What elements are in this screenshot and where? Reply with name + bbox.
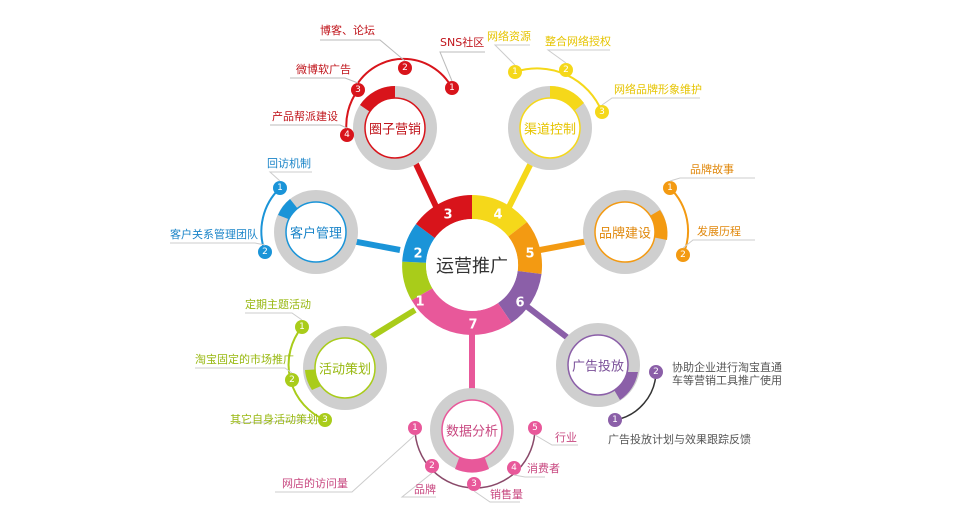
hub-segment-3-number: 3 xyxy=(443,207,453,223)
hub-segment-2 xyxy=(402,224,435,263)
node-title-customer-management: 客户管理 xyxy=(289,226,343,242)
item-label-history: 发展历程 xyxy=(697,225,741,238)
node-ring-circle-marketing xyxy=(270,39,485,170)
item-number: 2 xyxy=(653,367,659,377)
item-label-ad-plan-feedback: 广告投放计划与效果跟踪反馈 xyxy=(608,433,751,446)
item-label-weibo-ads: 微博软广告 xyxy=(296,63,351,76)
node-title-circle-marketing: 圈子营销 xyxy=(368,122,422,138)
item-label-sales-volume: 销售量 xyxy=(490,488,523,501)
hub-segment-6-number: 6 xyxy=(515,295,525,311)
node-title-channel-control: 渠道控制 xyxy=(523,122,577,138)
hub-segment-1-number: 1 xyxy=(415,294,425,310)
hub-segment-3 xyxy=(416,195,472,239)
item-number: 2 xyxy=(289,375,295,385)
node-title-ad-placement: 广告投放 xyxy=(571,359,625,375)
item-number: 5 xyxy=(532,423,538,433)
item-number: 1 xyxy=(612,415,618,425)
item-number: 2 xyxy=(429,461,435,471)
hub-segment-5-number: 5 xyxy=(525,246,535,262)
item-number: 1 xyxy=(512,67,518,77)
item-label-product-group: 产品帮派建设 xyxy=(272,110,338,123)
node-title-activity-planning: 活动策划 xyxy=(318,362,372,378)
node-ring-data-analysis xyxy=(275,388,578,503)
node-ring-ad-placement xyxy=(556,323,663,427)
item-number: 2 xyxy=(402,63,408,73)
item-label-industry: 行业 xyxy=(555,431,577,444)
item-label-ztc-tools: 协助企业进行淘宝直通车等营销工具推广使用 xyxy=(672,361,782,387)
item-number: 3 xyxy=(355,85,361,95)
hub-segment-4 xyxy=(472,195,527,237)
item-label-blog-forum: 博客、论坛 xyxy=(320,24,375,37)
item-label-other-events: 其它自身活动策划 xyxy=(230,413,318,426)
item-number: 1 xyxy=(412,423,418,433)
node-title-brand-building: 品牌建设 xyxy=(598,226,652,242)
hub-segment-7-number: 7 xyxy=(468,317,478,333)
node-ring-brand-building xyxy=(583,177,755,274)
item-label-brand: 品牌 xyxy=(414,483,436,496)
node-ring-channel-control xyxy=(493,44,700,170)
item-number: 3 xyxy=(322,415,328,425)
item-label-consumers: 消费者 xyxy=(527,462,560,475)
item-label-callback: 回访机制 xyxy=(267,157,311,170)
item-number: 4 xyxy=(344,130,350,140)
node-ring-activity-planning xyxy=(195,312,387,427)
hub-title: 运营推广 xyxy=(436,256,508,277)
item-number: 3 xyxy=(471,479,477,489)
item-label-brand-image: 网络品牌形象维护 xyxy=(614,83,702,96)
hub-segment-5 xyxy=(508,222,543,274)
hub-segment-2-number: 2 xyxy=(413,246,423,262)
item-number: 2 xyxy=(262,247,268,257)
item-number: 1 xyxy=(667,183,673,193)
item-label-network-authorization: 整合网络授权 xyxy=(545,35,611,48)
item-number: 2 xyxy=(680,250,686,260)
item-label-theme-events: 定期主题活动 xyxy=(245,298,311,311)
item-number: 1 xyxy=(277,183,283,193)
item-label-store-visits: 网店的访问量 xyxy=(282,477,348,490)
item-label-network-resources: 网络资源 xyxy=(487,30,531,43)
item-number: 2 xyxy=(563,65,569,75)
hub-ring xyxy=(402,195,543,335)
item-label-brand-story: 品牌故事 xyxy=(690,163,734,176)
item-number: 1 xyxy=(449,83,455,93)
item-label-sns-community: SNS社区 xyxy=(440,36,485,49)
node-ring-customer-management xyxy=(170,171,358,274)
hub-segment-1 xyxy=(402,261,433,301)
hub-center xyxy=(426,219,518,311)
hub-segment-4-number: 4 xyxy=(493,207,503,223)
item-number: 4 xyxy=(511,463,517,473)
hub-segment-6 xyxy=(498,271,542,323)
item-label-crm-team: 客户关系管理团队 xyxy=(170,228,258,241)
item-label-taobao-promotion: 淘宝固定的市场推广 xyxy=(195,353,294,366)
item-number: 1 xyxy=(299,322,305,332)
hub-segment-7 xyxy=(411,288,512,335)
node-title-data-analysis: 数据分析 xyxy=(445,424,499,440)
item-number: 3 xyxy=(599,107,605,117)
